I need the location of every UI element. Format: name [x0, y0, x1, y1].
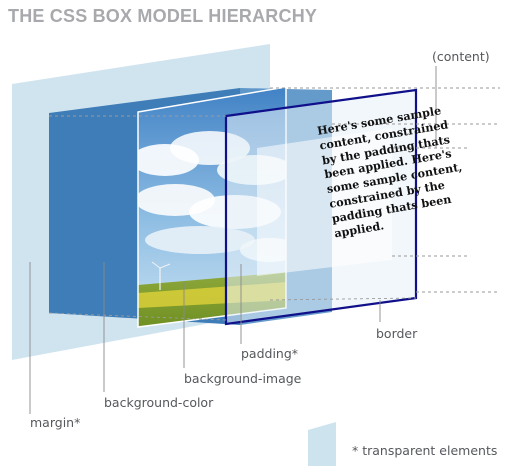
border-label: border	[376, 326, 418, 341]
padding-label: padding*	[241, 346, 299, 361]
leader-lines	[29, 66, 437, 414]
background-color-label: background-color	[104, 395, 214, 410]
diagram-title: THE CSS BOX MODEL HIERARCHY	[8, 6, 318, 26]
background-image-label: background-image	[184, 371, 302, 386]
guide-lines	[48, 87, 500, 321]
legend-label: * transparent elements	[352, 443, 498, 458]
content-area	[257, 128, 392, 276]
margin-label: margin*	[30, 415, 81, 430]
content-label: (content)	[432, 49, 490, 64]
legend-swatch	[308, 422, 336, 466]
